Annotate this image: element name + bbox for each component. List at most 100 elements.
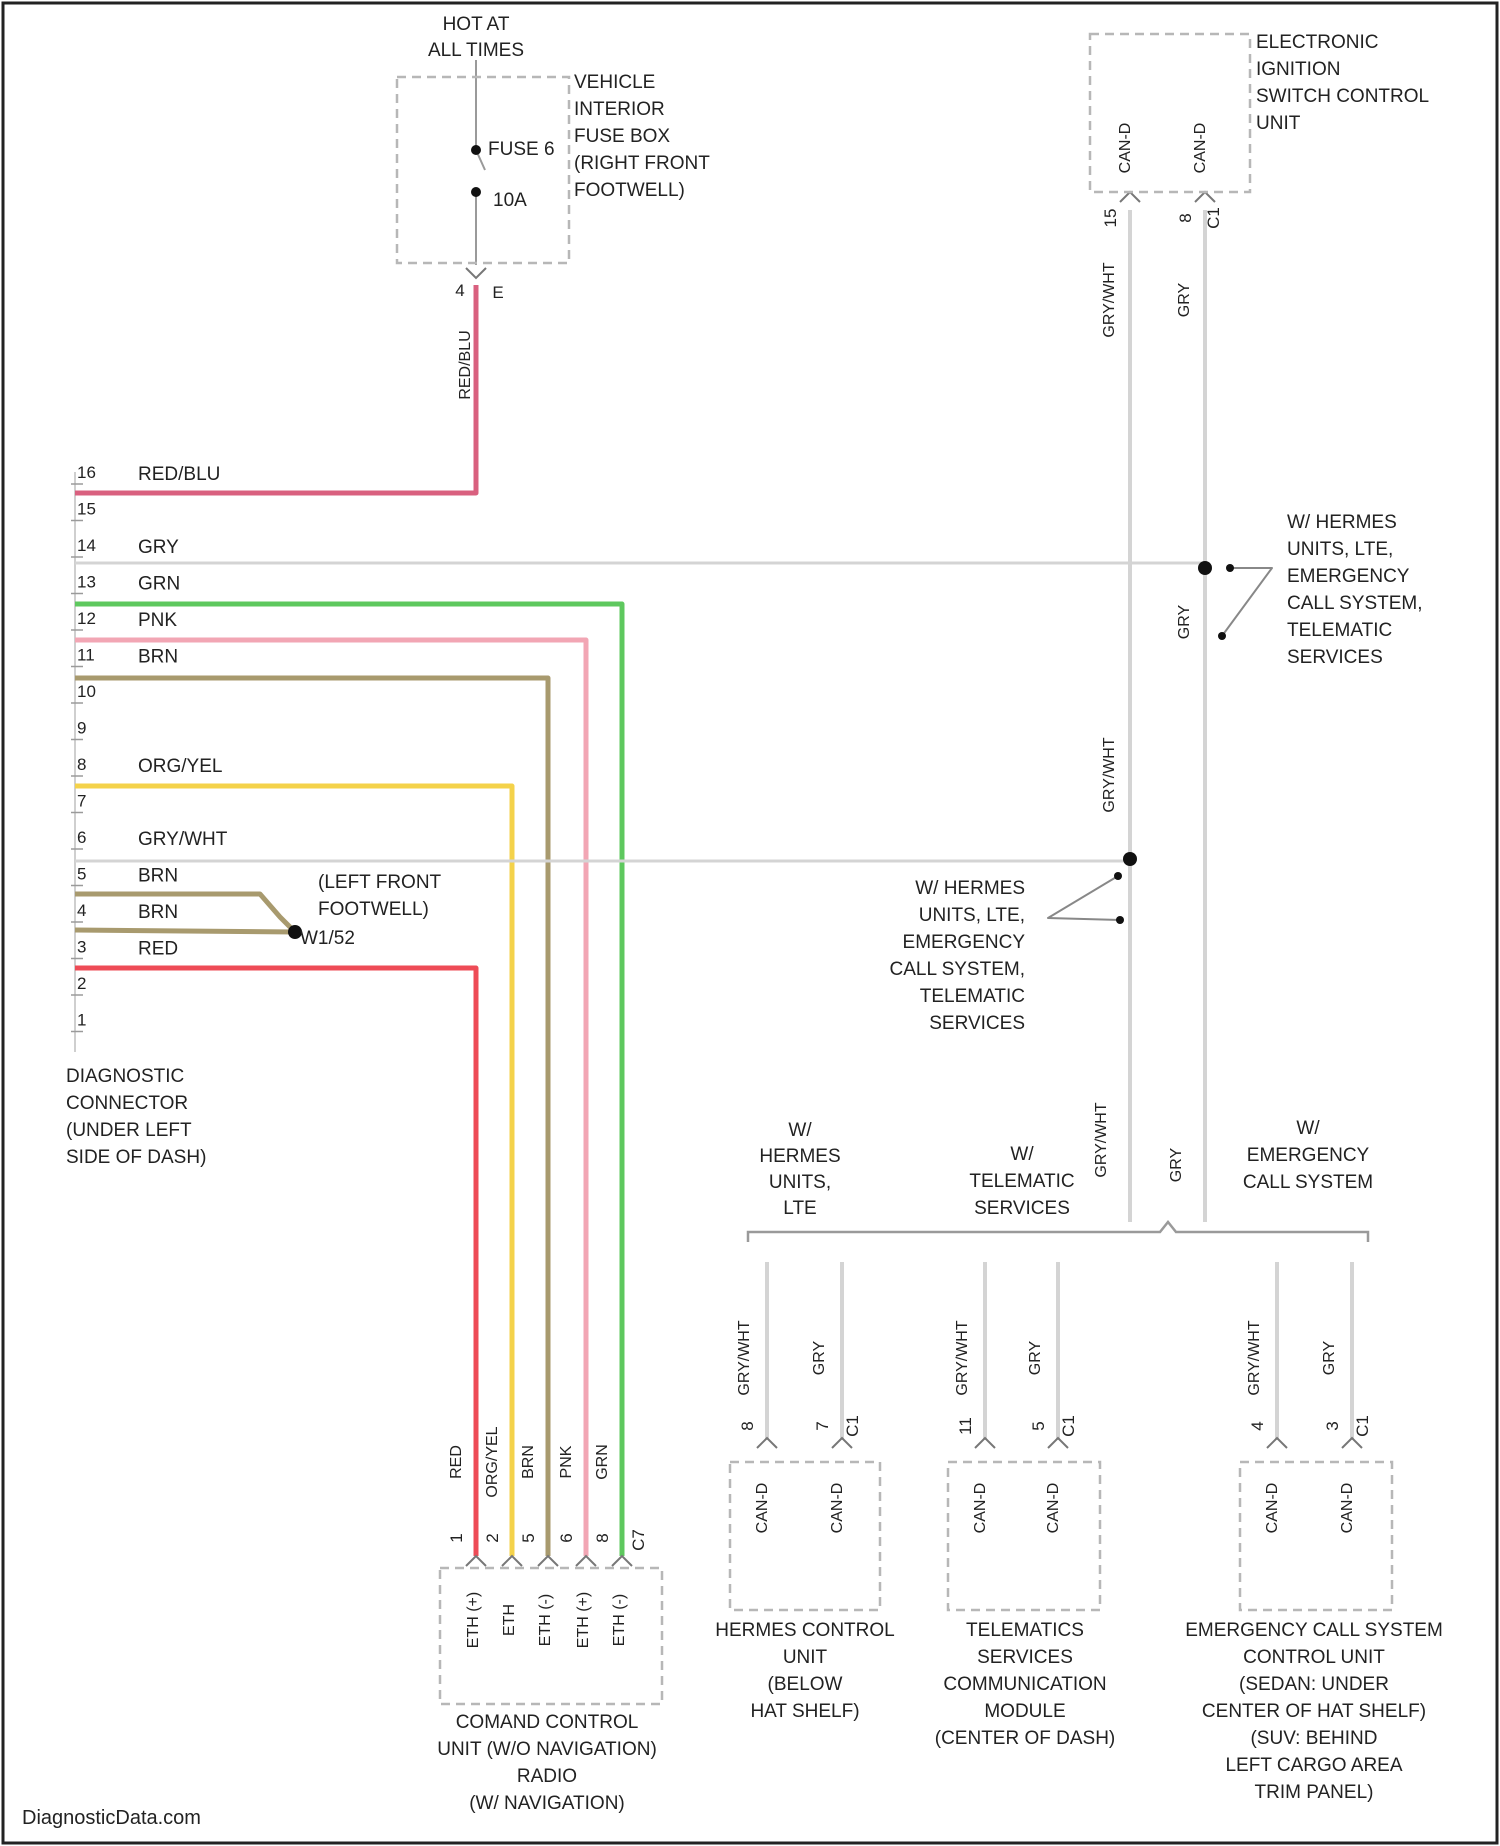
option-upper-label-line-1: UNITS, LTE, bbox=[1287, 539, 1393, 560]
ignition-unit-label-line-3: UNIT bbox=[1256, 113, 1301, 134]
diag-pin-wire-color: GRN bbox=[138, 574, 180, 595]
command-pin-number: 8 bbox=[593, 1533, 612, 1542]
wire-brn-pin4 bbox=[75, 930, 295, 932]
command-unit-label-line-1: UNIT (W/O NAVIGATION) bbox=[437, 1739, 657, 1760]
option-upper-label-line-4: TELEMATIC bbox=[1287, 620, 1392, 641]
command-unit-label-line-0: COMAND CONTROL bbox=[456, 1712, 639, 1733]
module-0-label-line-3: HAT SHELF) bbox=[750, 1701, 859, 1722]
ground-location-label-line-1: FOOTWELL) bbox=[318, 899, 429, 920]
branch-emergency-label-line-1: EMERGENCY bbox=[1247, 1145, 1370, 1166]
module-pin-signal: CAN-D bbox=[1339, 1483, 1356, 1534]
branch-hermes-label-line-1: HERMES bbox=[759, 1146, 840, 1167]
fuse-box-label-line-3: (RIGHT FRONT bbox=[574, 153, 710, 174]
diag-pin-number: 15 bbox=[77, 500, 96, 519]
diag-connector-label-line-1: CONNECTOR bbox=[66, 1093, 188, 1114]
module-1-label-line-4: (CENTER OF DASH) bbox=[935, 1728, 1116, 1749]
module-pin-number: 11 bbox=[956, 1417, 975, 1435]
option-lower-label-line-0: W/ HERMES bbox=[915, 878, 1025, 899]
diag-pin-wire-color: BRN bbox=[138, 902, 178, 923]
module-1-label-line-0: TELEMATICS bbox=[966, 1620, 1084, 1641]
module-pin-number: 5 bbox=[1029, 1421, 1048, 1430]
option-upper-label-line-3: CALL SYSTEM, bbox=[1287, 593, 1423, 614]
diag-pin-number: 4 bbox=[77, 901, 86, 920]
command-pin-signal: ETH (+) bbox=[575, 1592, 592, 1648]
branch-hermes-label-line-2: UNITS, bbox=[769, 1172, 831, 1193]
fuse-box-label-line-0: VEHICLE bbox=[574, 72, 655, 93]
command-pin-number: 5 bbox=[519, 1533, 538, 1542]
module-pin-wire: GRY bbox=[1321, 1340, 1338, 1375]
ignition-unit-label-line-1: IGNITION bbox=[1256, 59, 1340, 80]
watermark: DiagnosticData.com bbox=[22, 1807, 201, 1829]
fuse-box-label-line-1: INTERIOR bbox=[574, 99, 665, 120]
module-pin-connector: C1 bbox=[843, 1415, 862, 1437]
ground-id: W1/52 bbox=[300, 928, 355, 949]
diag-pin-number: 12 bbox=[77, 609, 96, 628]
module-0-label-line-0: HERMES CONTROL bbox=[715, 1620, 894, 1641]
command-pin-signal: ETH (-) bbox=[537, 1594, 554, 1646]
branch-hermes-label-line-0: W/ bbox=[788, 1120, 812, 1141]
option-switch-lower-pin bbox=[1114, 872, 1122, 880]
ground-location-label-line-0: (LEFT FRONT bbox=[318, 872, 442, 893]
diag-pin-number: 3 bbox=[77, 938, 86, 957]
module-pin-connector: C1 bbox=[1059, 1415, 1078, 1437]
diag-pin-wire-color: PNK bbox=[138, 610, 177, 631]
command-pin-signal: ETH (+) bbox=[465, 1592, 482, 1648]
module-pin-wire: GRY/WHT bbox=[954, 1320, 971, 1395]
option-lower-label-line-5: SERVICES bbox=[929, 1013, 1025, 1034]
module-2-label-line-2: (SEDAN: UNDER bbox=[1239, 1674, 1389, 1695]
diag-connector-label-line-2: (UNDER LEFT bbox=[66, 1120, 192, 1141]
diag-pin-wire-color: GRY/WHT bbox=[138, 829, 228, 850]
diag-pin-number: 8 bbox=[77, 755, 86, 774]
command-pin-number: 6 bbox=[557, 1533, 576, 1542]
splice-gry-upper bbox=[1198, 561, 1212, 575]
ignition-pin-signal: CAN-D bbox=[1117, 123, 1134, 174]
branch-hermes-label-line-3: LTE bbox=[783, 1198, 816, 1219]
fuse-box-label-line-4: FOOTWELL) bbox=[574, 180, 685, 201]
wire-gry-mid-label: GRY bbox=[1176, 604, 1193, 639]
module-pin-number: 3 bbox=[1323, 1421, 1342, 1430]
diag-pin-wire-color: RED bbox=[138, 939, 178, 960]
module-pin-wire: GRY/WHT bbox=[736, 1320, 753, 1395]
diag-pin-number: 6 bbox=[77, 828, 86, 847]
branch-telematic-label-line-2: SERVICES bbox=[974, 1198, 1070, 1219]
command-pin-number: 2 bbox=[483, 1533, 502, 1542]
wire-gry-wht-low-label: GRY/WHT bbox=[1093, 1102, 1110, 1177]
option-switch-upper-pin2 bbox=[1218, 632, 1226, 640]
module-2-label-line-4: (SUV: BEHIND bbox=[1250, 1728, 1377, 1749]
diag-pin-wire-color: ORG/YEL bbox=[138, 756, 222, 777]
module-2-label-line-6: TRIM PANEL) bbox=[1255, 1782, 1374, 1803]
diag-pin-number: 5 bbox=[77, 865, 86, 884]
module-pin-number: 7 bbox=[813, 1421, 832, 1430]
module-2-label-line-5: LEFT CARGO AREA bbox=[1225, 1755, 1402, 1776]
fuse-amps: 10A bbox=[493, 190, 527, 211]
wire-gry-low-label: GRY bbox=[1168, 1147, 1185, 1182]
module-1-label-line-3: MODULE bbox=[984, 1701, 1065, 1722]
ignition-pin-wire: GRY bbox=[1176, 282, 1193, 317]
diag-pin-number: 16 bbox=[77, 463, 96, 482]
diag-pin-number: 9 bbox=[77, 719, 86, 738]
module-pin-signal: CAN-D bbox=[829, 1483, 846, 1534]
diag-pin-number: 10 bbox=[77, 682, 96, 701]
option-switch-upper-pin bbox=[1226, 564, 1234, 572]
module-1-label-line-1: SERVICES bbox=[977, 1647, 1073, 1668]
diag-pin-wire-color: BRN bbox=[138, 647, 178, 668]
module-pin-wire: GRY bbox=[811, 1340, 828, 1375]
diag-pin-number: 7 bbox=[77, 792, 86, 811]
command-pin-wire: GRN bbox=[594, 1444, 611, 1480]
diag-connector-label-line-3: SIDE OF DASH) bbox=[66, 1147, 206, 1168]
diag-pin-number: 13 bbox=[77, 573, 96, 592]
module-pin-wire: GRY bbox=[1027, 1340, 1044, 1375]
module-pin-connector: C1 bbox=[1353, 1415, 1372, 1437]
ignition-pin-number: 8 bbox=[1176, 213, 1195, 222]
module-1-label-line-2: COMMUNICATION bbox=[943, 1674, 1106, 1695]
option-lower-label-line-3: CALL SYSTEM, bbox=[889, 959, 1025, 980]
module-0-label-line-2: (BELOW bbox=[768, 1674, 843, 1695]
ignition-pin-number: 15 bbox=[1101, 209, 1120, 228]
command-pin-number: 1 bbox=[447, 1533, 466, 1542]
hot-at-all-times-line-0: HOT AT bbox=[443, 14, 510, 35]
ignition-unit-label-line-2: SWITCH CONTROL bbox=[1256, 86, 1429, 107]
command-pin-connector: C7 bbox=[629, 1529, 648, 1551]
ignition-pin-signal: CAN-D bbox=[1192, 123, 1209, 174]
command-unit-label-line-3: (W/ NAVIGATION) bbox=[469, 1793, 625, 1814]
